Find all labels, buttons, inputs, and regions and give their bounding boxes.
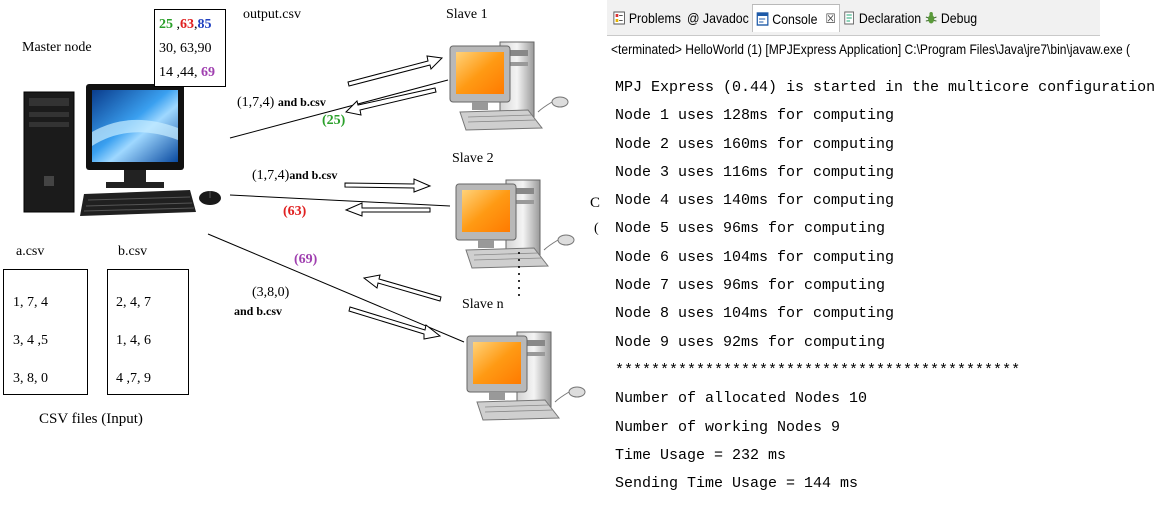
slave-n-send-tuple: (3,8,0) [252,285,290,300]
a-csv-row: 1, 7, 4 [13,295,48,310]
b-csv-row: 2, 4, 7 [116,295,151,310]
slave-2-result: (63) [283,204,307,219]
slave-n-result: (69) [294,252,318,267]
tab-problems[interactable]: Problems [613,4,681,31]
slave-2-send-text: (1,7,4)and b.csv [252,168,337,184]
output-table-row: 30, 63,90 [159,37,225,61]
output-table-value: 85 [197,17,212,32]
arrow-from-slave-n [362,274,442,302]
slave-n-label: Slave n [462,297,504,312]
console-line: Node 7 uses 96ms for computing [615,277,886,295]
slave-n-computer-icon [466,331,586,421]
link-line-slave-n [207,233,465,343]
tab-bar: Problems @ Javadoc Console ☒ Declaration… [607,0,1100,36]
console-line: Node 4 uses 140ms for computing [615,192,895,210]
output-table-value: 14 ,44, [159,65,201,80]
console-line: Node 3 uses 116ms for computing [615,163,895,181]
cutoff-text-1: C [590,195,601,211]
arrow-from-slave-2 [344,202,431,217]
close-icon[interactable]: ☒ [825,10,836,26]
output-table-value: 30, 63,90 [159,41,212,56]
slave-2-send-tuple: (1,7,4) [252,168,290,183]
tab-console-label: Console [772,10,818,27]
console-line: Node 6 uses 104ms for computing [615,248,895,266]
slave-1-send-suffix: and b.csv [277,95,326,109]
slave-n-send-suffix: and b.csv [234,304,283,318]
tab-declaration-label: Declaration [858,9,922,26]
tab-debug-label: Debug [940,9,978,26]
console-line: Node 9 uses 92ms for computing [615,333,886,351]
tab-debug[interactable]: Debug [925,4,977,31]
master-computer-icon [23,84,221,216]
b-csv-table: 2, 4, 7 1, 4, 6 4 ,7, 9 [107,269,189,395]
declaration-icon [844,11,854,24]
console-line: Node 1 uses 128ms for computing [615,107,895,125]
figure-root: Master node output.csv Slave 1 Slave 2 S… [3,0,1155,520]
tab-javadoc[interactable]: @ Javadoc [687,4,749,31]
cutoff-text-2: ( [594,221,599,236]
console-line: Node 2 uses 160ms for computing [615,135,895,153]
slave-1-label: Slave 1 [446,7,488,22]
slave-1-send-tuple: (1,7,4) [237,95,275,110]
tab-console[interactable]: Console ☒ [752,4,841,32]
output-table-value: 69 [201,65,215,80]
slave-1-send-text: (1,7,4) and b.csv [237,95,326,111]
output-table-value: 25 [159,17,173,32]
b-csv-label: b.csv [118,244,148,259]
tab-problems-label: Problems [628,9,681,26]
arrow-to-slave-n [348,306,442,340]
a-csv-table: 1, 7, 4 3, 4 ,5 3, 8, 0 [3,269,88,395]
link-line-slave-1 [229,79,449,139]
b-csv-row: 1, 4, 6 [116,333,151,348]
console-line: Time Usage = 232 ms [615,446,787,464]
output-table-value: , [194,17,198,32]
console-line: ****************************************… [615,361,1021,379]
output-csv-label: output.csv [243,7,301,22]
slave-2-send-suffix: and b.csv [289,168,338,182]
console-output[interactable]: MPJ Express (0.44) is started in the mul… [615,74,1155,498]
arrow-to-slave-1 [347,55,444,87]
debug-icon [925,11,937,23]
b-csv-row: 4 ,7, 9 [116,371,151,386]
slave-2-computer-icon [455,179,575,269]
console-line: Sending Time Usage = 144 ms [615,475,859,493]
arrow-to-slave-2 [344,178,432,193]
output-table-value: , [173,17,181,32]
output-table-row: 14 ,44, 69 [159,61,225,85]
tab-declaration[interactable]: Declaration [843,4,921,31]
slave-2-label: Slave 2 [452,151,494,166]
output-table-row: 25 ,63,85 [159,13,225,37]
problems-icon [613,11,625,24]
console-line: Number of allocated Nodes 10 [615,390,868,408]
console-line: Node 5 uses 96ms for computing [615,220,886,238]
tab-javadoc-label: @ Javadoc [687,9,749,26]
link-line-slave-2 [229,194,451,207]
a-csv-row: 3, 4 ,5 [13,333,48,348]
slave-1-computer-icon [449,41,569,131]
a-csv-row: 3, 8, 0 [13,371,48,386]
console-icon [756,11,769,26]
console-status-line: <terminated> HelloWorld (1) [MPJExpress … [611,41,1131,57]
console-line: Number of working Nodes 9 [615,418,841,436]
arrow-from-slave-1 [344,87,437,116]
output-table-value: 63 [180,17,194,32]
console-panel: Problems @ Javadoc Console ☒ Declaration… [607,0,1155,520]
slave-1-result: (25) [322,113,346,128]
master-node-label: Master node [22,40,92,55]
console-line: MPJ Express (0.44) is started in the mul… [615,79,1155,96]
csv-caption: CSV files (Input) [39,411,143,427]
console-line: Node 8 uses 104ms for computing [615,305,895,323]
diagram-canvas [23,41,586,421]
a-csv-label: a.csv [16,244,45,259]
